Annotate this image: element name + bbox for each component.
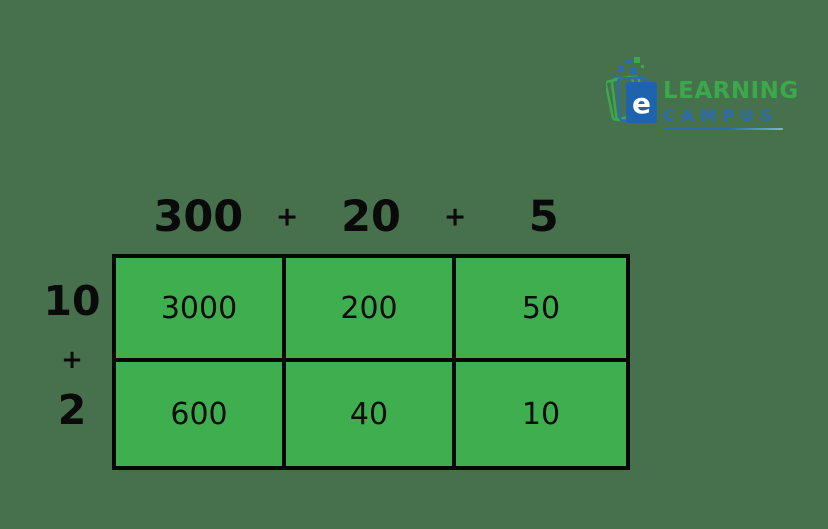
grid-cell-r2c2: 40 — [286, 362, 456, 466]
row-term-ones: 2 — [57, 386, 87, 434]
column-term-hundreds: 300 — [153, 192, 244, 242]
column-term-tens: 20 — [341, 192, 401, 242]
elearning-campus-logo: e LEARNING CAMPUS — [606, 56, 799, 130]
logo-learning-text: LEARNING — [663, 78, 799, 104]
column-term-ones: 5 — [528, 192, 559, 242]
logo-wordmark: LEARNING CAMPUS — [663, 80, 799, 130]
grid-cell-r2c3: 10 — [456, 362, 626, 466]
column-terms-row: 300 20 5 + + — [112, 192, 630, 242]
grid-cell-r2c1: 600 — [116, 362, 286, 466]
logo-underline — [663, 128, 783, 130]
book-stack-icon: e — [606, 57, 657, 123]
logo-letter-e: e — [632, 87, 651, 120]
area-model-grid: 3000 200 50 600 40 10 — [112, 254, 630, 470]
grid-cell-r1c1: 3000 — [116, 258, 286, 362]
grid-cell-r1c2: 200 — [286, 258, 456, 362]
column-plus-sign-1: + — [275, 201, 299, 233]
row-term-tens: 10 — [43, 277, 101, 325]
logo-campus-text: CAMPUS — [663, 106, 779, 125]
grid-cell-r1c3: 50 — [456, 258, 626, 362]
row-plus-sign: + — [61, 345, 83, 375]
row-terms-column: 10 + 2 — [28, 254, 102, 470]
column-plus-sign-2: + — [443, 201, 467, 233]
